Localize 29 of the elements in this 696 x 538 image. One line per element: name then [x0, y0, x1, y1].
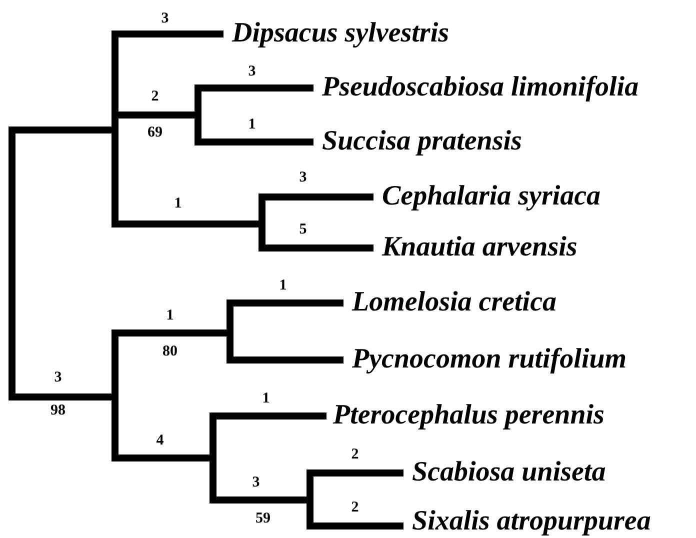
branch-support-value: 3	[299, 170, 307, 186]
branch-support-value: 1	[174, 196, 182, 212]
branch-support-value: 4	[156, 434, 164, 448]
branch-support-value: 3	[54, 370, 62, 386]
species-name: Pterocephalus perennis	[333, 402, 604, 430]
branch-support-value: 98	[50, 404, 66, 418]
branch-support-value: 2	[351, 448, 359, 462]
species-name: Sixalis atropurpurea	[412, 508, 651, 536]
branch-support-value: 3	[252, 476, 260, 490]
species-name: Succisa pratensis	[322, 128, 522, 156]
branch-support-value: 80	[162, 344, 178, 360]
species-name: Lomelosia cretica	[352, 290, 557, 316]
branch-support-value: 2	[151, 90, 159, 104]
branch-support-value: 1	[262, 392, 270, 406]
species-name: Pycnocomon rutifolium	[352, 346, 627, 374]
branch-support-value: 5	[299, 222, 307, 238]
branch-support-value: 1	[166, 308, 174, 324]
species-name: Pseudoscabiosa limonifolia	[322, 74, 639, 102]
species-name: Knautia arvensis	[382, 234, 578, 262]
branch-support-value: 59	[256, 512, 270, 526]
branch-support-value: 2	[351, 500, 359, 516]
species-name: Cephalaria syriaca	[382, 184, 601, 210]
species-name: Scabiosa uniseta	[412, 460, 606, 486]
branch-support-value: 69	[148, 126, 162, 140]
species-name: Dipsacus sylvestris	[232, 20, 449, 48]
branch-support-value: 3	[248, 64, 256, 80]
branch-support-value: 3	[161, 12, 169, 26]
branch-support-value: 1	[279, 278, 287, 294]
branch-support-value: 1	[248, 118, 256, 132]
